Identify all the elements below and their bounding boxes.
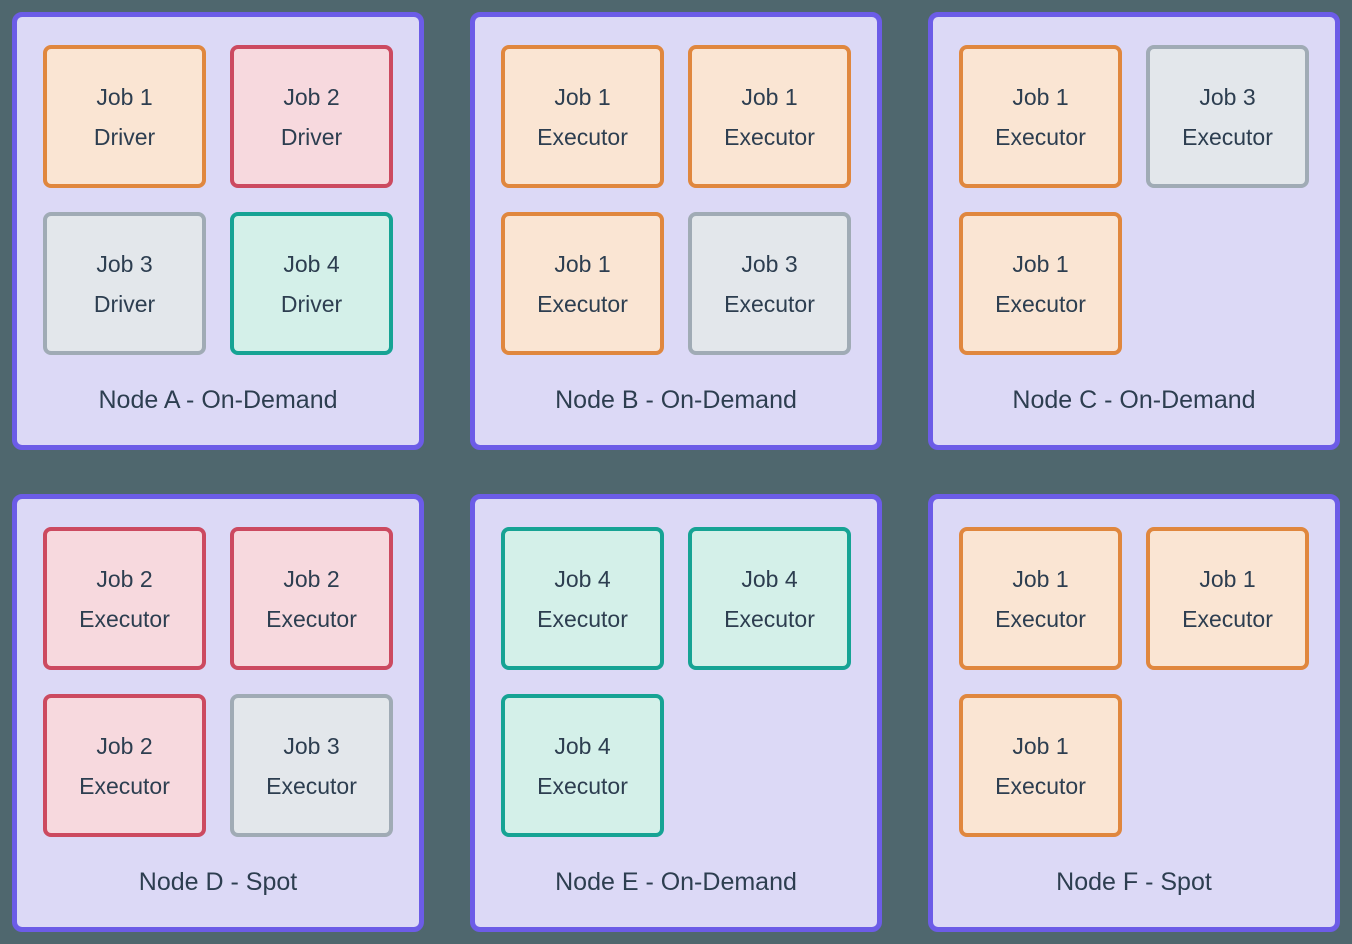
job-line1: Job 1 (1199, 565, 1256, 592)
node-label-wrap: Node C - On-Demand (959, 355, 1309, 445)
job-box: Job 2 Driver (230, 45, 393, 188)
job-line2: Executor (266, 772, 357, 799)
job-line1: Job 1 (1012, 83, 1069, 110)
node-label: Node F - Spot (1056, 867, 1212, 896)
job-box: Job 1 Executor (501, 212, 664, 355)
job-line1: Job 1 (1012, 565, 1069, 592)
empty-slot (688, 694, 851, 837)
job-box: Job 1 Executor (959, 694, 1122, 837)
job-box: Job 1 Executor (501, 45, 664, 188)
job-line1: Job 3 (283, 732, 340, 759)
job-line2: Executor (724, 290, 815, 317)
job-box: Job 1 Executor (959, 527, 1122, 670)
job-line1: Job 1 (741, 83, 798, 110)
job-line2: Executor (995, 772, 1086, 799)
job-line2: Executor (1182, 123, 1273, 150)
job-box: Job 1 Executor (688, 45, 851, 188)
node-label: Node D - Spot (138, 867, 298, 896)
job-line1: Job 1 (96, 83, 153, 110)
job-box: Job 4 Driver (230, 212, 393, 355)
job-line1: Job 2 (283, 565, 340, 592)
job-line2: Driver (280, 123, 343, 150)
job-line2: Executor (537, 290, 628, 317)
job-box: Job 1 Executor (959, 212, 1122, 355)
job-line1: Job 4 (283, 250, 340, 277)
job-line1: Job 3 (741, 250, 798, 277)
job-box: Job 1 Driver (43, 45, 206, 188)
job-box: Job 3 Executor (688, 212, 851, 355)
job-box: Job 3 Executor (230, 694, 393, 837)
job-line1: Job 2 (96, 732, 153, 759)
job-line2: Driver (93, 123, 156, 150)
job-line1: Job 2 (96, 565, 153, 592)
job-box: Job 2 Executor (230, 527, 393, 670)
job-line2: Executor (79, 605, 170, 632)
job-box: Job 4 Executor (501, 694, 664, 837)
job-line2: Executor (995, 605, 1086, 632)
job-line2: Executor (724, 605, 815, 632)
node-label: Node B - On-Demand (555, 385, 797, 414)
node-label: Node E - On-Demand (555, 867, 797, 896)
node-label: Node C - On-Demand (1012, 385, 1256, 414)
node-label: Node A - On-Demand (98, 385, 338, 414)
job-line1: Job 3 (1199, 83, 1256, 110)
job-line2: Driver (280, 290, 343, 317)
job-line1: Job 1 (554, 250, 611, 277)
job-box: Job 4 Executor (501, 527, 664, 670)
job-line2: Executor (1182, 605, 1273, 632)
job-box: Job 4 Executor (688, 527, 851, 670)
job-line2: Executor (537, 772, 628, 799)
job-line1: Job 1 (1012, 250, 1069, 277)
empty-slot (1146, 694, 1309, 837)
job-line1: Job 2 (283, 83, 340, 110)
node-label-wrap: Node F - Spot (959, 837, 1309, 927)
job-line2: Executor (995, 123, 1086, 150)
job-line1: Job 1 (1012, 732, 1069, 759)
empty-slot (1146, 212, 1309, 355)
node-label-wrap: Node E - On-Demand (501, 837, 851, 927)
job-box: Job 1 Executor (1146, 527, 1309, 670)
job-line1: Job 4 (741, 565, 798, 592)
node-label-wrap: Node A - On-Demand (43, 355, 393, 445)
job-line2: Executor (266, 605, 357, 632)
job-line1: Job 3 (96, 250, 153, 277)
job-box: Job 2 Executor (43, 527, 206, 670)
job-box: Job 1 Executor (959, 45, 1122, 188)
job-line2: Driver (93, 290, 156, 317)
job-line1: Job 4 (554, 565, 611, 592)
job-line2: Executor (537, 123, 628, 150)
job-line1: Job 1 (554, 83, 611, 110)
job-box: Job 2 Executor (43, 694, 206, 837)
job-box: Job 3 Executor (1146, 45, 1309, 188)
job-line1: Job 4 (554, 732, 611, 759)
job-box: Job 3 Driver (43, 212, 206, 355)
job-line2: Executor (79, 772, 170, 799)
node-label-wrap: Node D - Spot (43, 837, 393, 927)
job-line2: Executor (724, 123, 815, 150)
node-label-wrap: Node B - On-Demand (501, 355, 851, 445)
job-line2: Executor (537, 605, 628, 632)
job-line2: Executor (995, 290, 1086, 317)
